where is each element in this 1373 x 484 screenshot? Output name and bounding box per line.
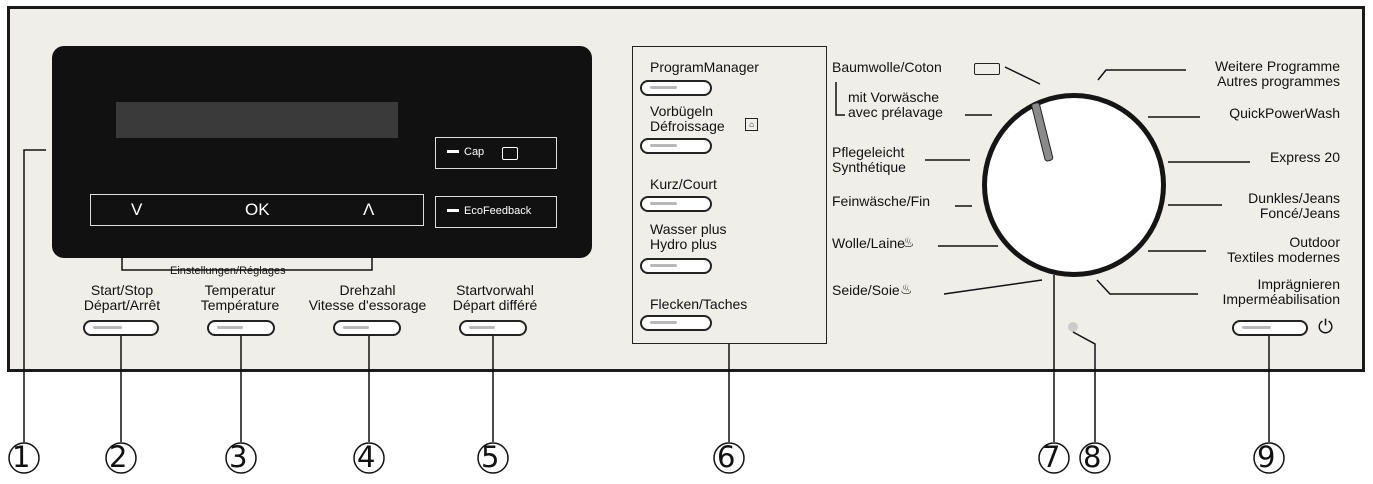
cap-icon: [502, 147, 518, 160]
ecofeedback-softkey[interactable]: EcoFeedback: [435, 196, 557, 228]
delay-start-button[interactable]: [459, 320, 527, 336]
program-cotton: Baumwolle/Coton: [832, 59, 942, 75]
cotton-icon: [974, 63, 1000, 75]
start-stop-button[interactable]: [83, 320, 159, 336]
cap-softkey[interactable]: Cap: [435, 137, 557, 169]
program-quickpowerwash: QuickPowerWash: [1229, 105, 1340, 121]
program-selector-dial[interactable]: [982, 93, 1166, 277]
stains-label: Flecken/Taches: [650, 296, 748, 312]
callout-6: 6: [717, 440, 736, 474]
program-wool: Wolle/Laine: [832, 235, 905, 251]
settings-label: Einstellungen/Réglages: [168, 264, 288, 279]
callout-1: 1: [12, 440, 31, 474]
short-button[interactable]: [640, 196, 712, 212]
callout-7: 7: [1042, 440, 1061, 474]
down-arrow-key[interactable]: V: [131, 200, 143, 219]
short-label: Kurz/Court: [650, 176, 717, 192]
prewash-iron-button[interactable]: [640, 138, 712, 154]
ok-key[interactable]: OK: [245, 200, 270, 219]
callout-3: 3: [229, 440, 248, 474]
power-icon: ⏻: [1318, 316, 1334, 338]
callout-2: 2: [109, 440, 128, 474]
program-delicates: Feinwäsche/Fin: [832, 193, 931, 209]
callout-4: 4: [357, 440, 376, 474]
water-plus-button[interactable]: [640, 258, 712, 274]
ecofeedback-label: EcoFeedback: [464, 205, 532, 217]
callout-8: 8: [1083, 440, 1102, 474]
callout-5: 5: [481, 440, 500, 474]
program-express: Express 20: [1269, 149, 1340, 165]
display-screen: [116, 102, 398, 138]
program-manager-button[interactable]: [640, 80, 712, 96]
temperature-button[interactable]: [207, 320, 275, 336]
option-buttons-panel: [632, 46, 827, 344]
callout-9: 9: [1257, 440, 1276, 474]
up-arrow-key[interactable]: Λ: [363, 200, 375, 219]
handwash-icon: ♨: [902, 234, 915, 250]
cap-label: Cap: [464, 146, 485, 158]
indicator-light: [1068, 322, 1078, 332]
spin-speed-button[interactable]: [333, 320, 401, 336]
iron-icon: ⌂: [745, 118, 758, 131]
handwash-icon: ♨: [900, 281, 913, 297]
program-manager-label: ProgramManager: [650, 59, 759, 75]
stains-button[interactable]: [640, 315, 712, 331]
navigation-keys: V OK Λ: [90, 194, 424, 226]
power-button[interactable]: [1232, 320, 1308, 336]
program-silk: Seide/Soie: [832, 282, 900, 298]
